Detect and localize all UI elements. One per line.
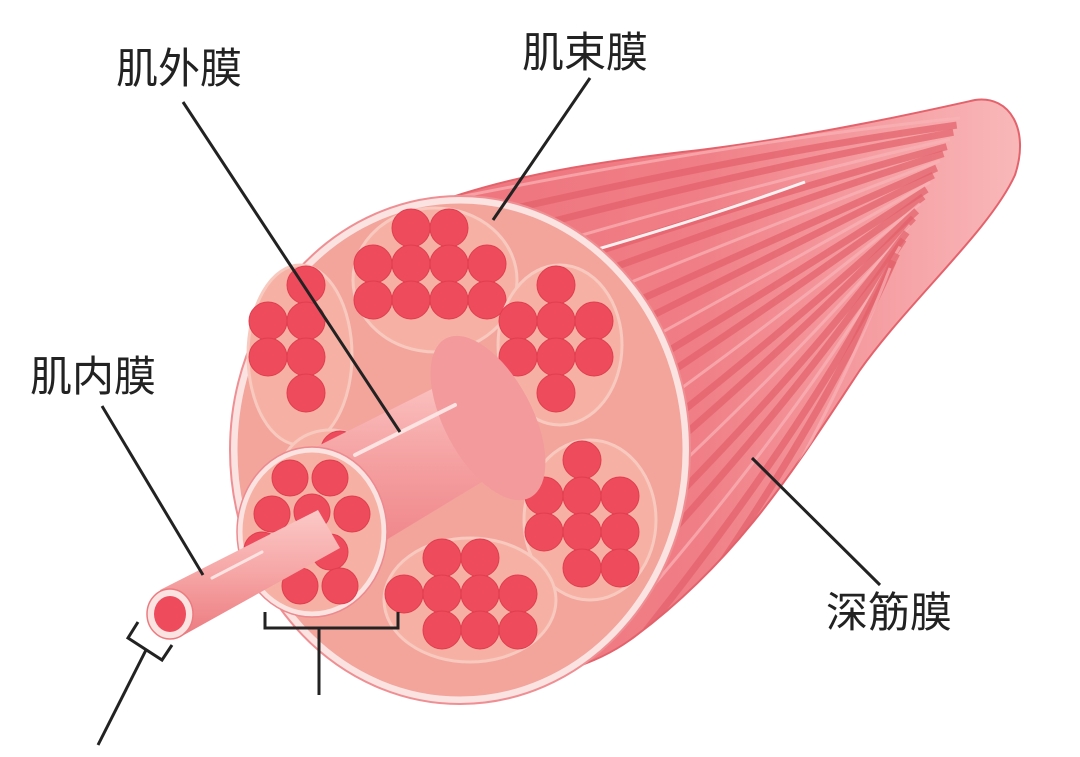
- leader-lines: [96, 77, 882, 746]
- label-perimysium: 肌束膜: [522, 28, 649, 77]
- muscle-fiber: [248, 301, 288, 341]
- muscle-fiber-tube: [146, 510, 340, 640]
- perimysium-leader: [491, 77, 592, 221]
- muscle-fiber: [429, 280, 469, 320]
- muscle-fiber: [271, 459, 309, 497]
- muscle-fiber: [536, 337, 576, 377]
- muscle-fiber: [286, 373, 326, 413]
- muscle-fiber: [391, 244, 431, 284]
- muscle-fiber: [353, 244, 393, 284]
- muscle-fiber: [536, 301, 576, 341]
- muscle-fiber: [391, 208, 431, 248]
- muscle-fiber: [562, 512, 602, 552]
- muscle-stripe: [419, 116, 961, 207]
- endomysium-leader: [100, 405, 205, 576]
- muscle-fiber: [498, 610, 538, 650]
- muscle-fiber: [600, 476, 640, 516]
- deep-fascia-leader: [750, 456, 882, 587]
- muscle-fiber: [253, 495, 291, 533]
- epimysium-leader: [181, 101, 402, 433]
- label-endomysium: 肌内膜: [30, 352, 157, 401]
- muscle-fiber: [498, 574, 538, 614]
- fascicle-bracket: [263, 612, 400, 630]
- muscle-fiber: [536, 265, 576, 305]
- muscle-fiber: [562, 476, 602, 516]
- muscle-fiber: [600, 548, 640, 588]
- muscle-fiber: [467, 244, 507, 284]
- muscle-fiber: [467, 280, 507, 320]
- muscle-fiber: [422, 574, 462, 614]
- muscle-fiber: [391, 280, 431, 320]
- muscle-fiber: [321, 567, 359, 605]
- muscle-fiber: [333, 495, 371, 533]
- muscle-fiber: [460, 574, 500, 614]
- muscle-fiber: [248, 337, 288, 377]
- muscle-fiber: [429, 244, 469, 284]
- muscle-fiber: [429, 208, 469, 248]
- muscle-fiber: [562, 548, 602, 588]
- muscle-fiber: [286, 337, 326, 377]
- muscle-fiber: [574, 337, 614, 377]
- muscle-fiber: [524, 512, 564, 552]
- muscle-fiber: [422, 610, 462, 650]
- label-deep-fascia: 深筋膜: [826, 588, 953, 637]
- muscle-fiber: [600, 512, 640, 552]
- muscle-fiber: [311, 459, 349, 497]
- muscle-fiber: [286, 265, 326, 305]
- label-epimysium: 肌外膜: [116, 44, 243, 93]
- fiber-bracket: [125, 621, 174, 663]
- muscle-fiber: [460, 610, 500, 650]
- fiber-bracket-stem: [96, 649, 148, 746]
- muscle-fiber: [536, 373, 576, 413]
- muscle-fiber: [498, 301, 538, 341]
- muscle-fiber: [562, 440, 602, 480]
- muscle-fiber: [460, 538, 500, 578]
- muscle-fiber: [353, 280, 393, 320]
- muscle-fiber: [384, 574, 424, 614]
- muscle-fiber: [574, 301, 614, 341]
- muscle-fiber: [422, 538, 462, 578]
